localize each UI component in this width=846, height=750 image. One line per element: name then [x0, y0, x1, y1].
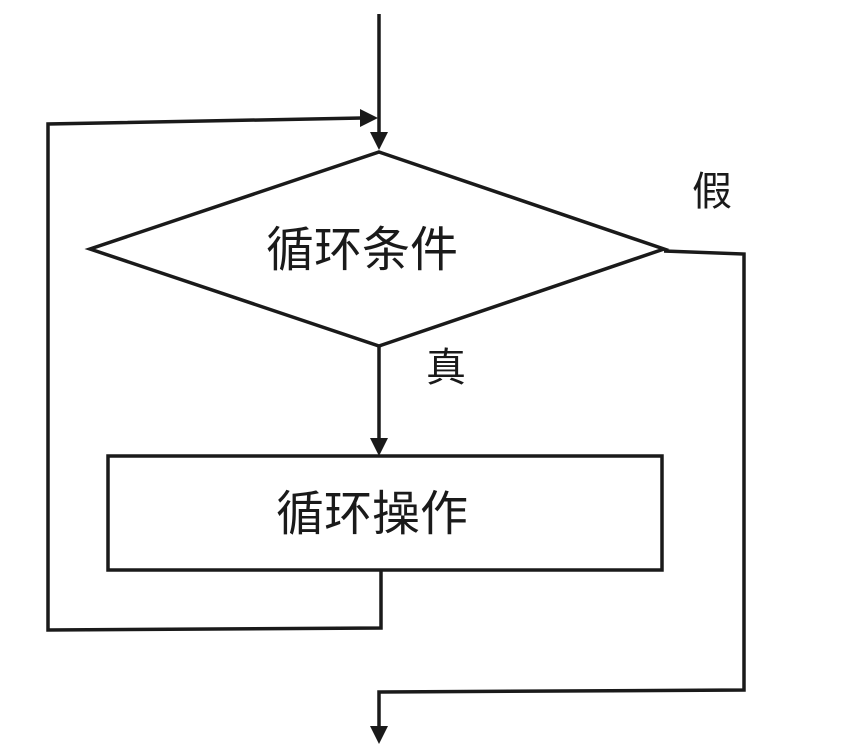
true-branch-arrowhead: [370, 438, 388, 456]
loop-back-arrowhead: [360, 109, 378, 127]
true-branch-label: 真: [426, 345, 466, 391]
process-box: [106, 454, 664, 572]
exit-arrowhead: [370, 726, 388, 744]
false-branch-label: 假: [692, 169, 732, 215]
false-branch-connector: [377, 249, 746, 728]
process-label: 循环操作: [276, 486, 468, 542]
decision-label: 循环条件: [266, 222, 458, 278]
loop-back-connector: [46, 116, 383, 632]
entry-arrowhead: [370, 132, 388, 150]
